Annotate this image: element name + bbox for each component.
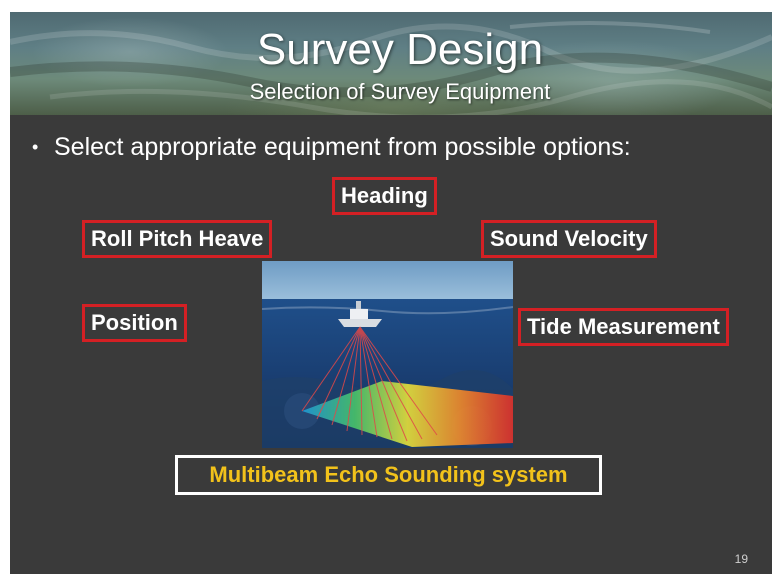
sonar-beams <box>301 326 438 442</box>
option-sound-velocity: Sound Velocity <box>481 220 657 258</box>
option-tide-measurement: Tide Measurement <box>518 308 729 346</box>
multibeam-illustration <box>262 261 513 448</box>
slide-subtitle: Selection of Survey Equipment <box>249 79 551 104</box>
bullet-marker: • <box>32 137 39 157</box>
page-number: 19 <box>734 552 748 566</box>
slide-title: Survey Design <box>256 25 544 74</box>
system-label: Multibeam Echo Sounding system <box>175 455 602 495</box>
option-roll-pitch-heave: Roll Pitch Heave <box>82 220 273 258</box>
option-position: Position <box>82 304 187 342</box>
option-heading: Heading <box>332 177 437 215</box>
bullet-item: • Select appropriate equipment from possi… <box>32 132 631 162</box>
header-banner: Survey Design Selection of Survey Equipm… <box>10 12 772 115</box>
ocean-texture-image <box>10 21 772 115</box>
bullet-text: Select appropriate equipment from possib… <box>54 133 631 161</box>
multibeam-survey-image <box>262 261 513 448</box>
survey-ship-icon <box>338 301 382 327</box>
slide: Survey Design Selection of Survey Equipm… <box>10 12 772 574</box>
